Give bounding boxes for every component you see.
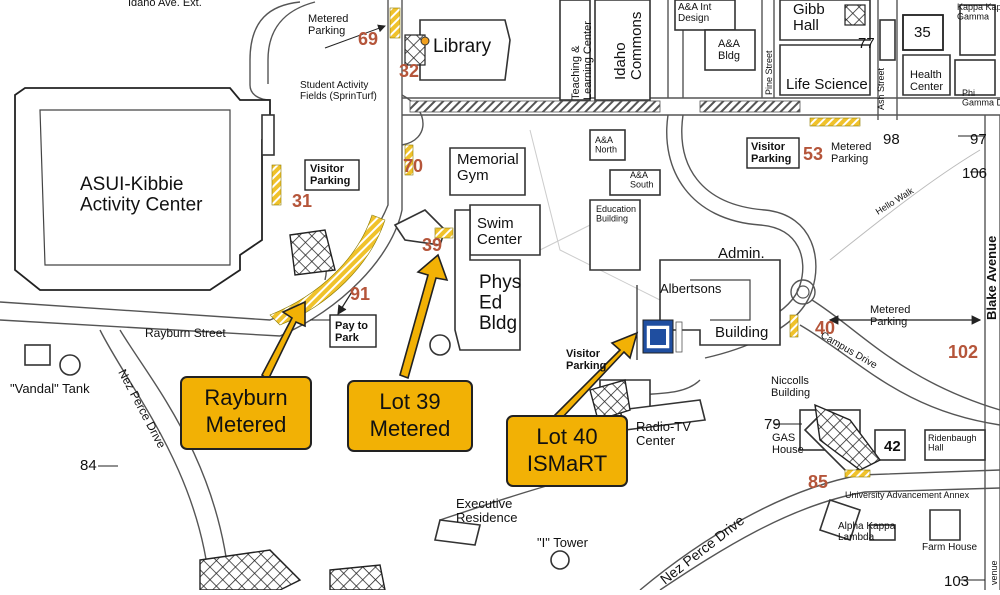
map-arrows xyxy=(98,24,985,581)
label-idaho-ave-ext: Idaho Ave. Ext. xyxy=(128,0,202,9)
label-blake-avenue: Blake Avenue xyxy=(984,236,999,320)
label-nez-perce-drive-east: Nez Perce Drive xyxy=(657,512,747,587)
crosshatched-areas xyxy=(199,229,882,591)
label-lot-32: 32 xyxy=(399,61,419,81)
library-building xyxy=(419,19,511,81)
label-lot-69: 69 xyxy=(358,29,378,49)
label-rayburn-street: Rayburn Street xyxy=(145,326,226,340)
buildings xyxy=(14,0,996,570)
label-admin-top: Admin. xyxy=(718,245,765,262)
label-lot-31: 31 xyxy=(292,191,312,211)
parking-sign-icon xyxy=(642,319,683,354)
kibbie-dome-building xyxy=(14,87,271,291)
label-97: 97 xyxy=(970,131,987,148)
callout-arrows xyxy=(260,253,639,422)
label-university-advancement-annex: University Advancement Annex xyxy=(845,490,970,500)
callout-lot40-ismart: Lot 40 ISMaRT xyxy=(506,415,628,487)
label-lot-53: 53 xyxy=(803,144,823,164)
lot40-arrow xyxy=(553,331,639,422)
label-lot-102: 102 xyxy=(948,342,978,362)
label-kappa-kappa-gamma: Kappa KappGamma xyxy=(957,2,1000,22)
callout-lot39-text: Lot 39 Metered xyxy=(369,389,451,441)
label-campus-drive: Campus Drive xyxy=(819,330,880,371)
callout-lot39-metered: Lot 39 Metered xyxy=(347,380,473,452)
label-103: 103 xyxy=(944,573,969,590)
label-admin-bottom: Building xyxy=(715,324,768,341)
rayburn-arrow xyxy=(260,300,306,382)
callout-rayburn-text: Rayburn Metered xyxy=(204,385,288,437)
label-lot-91: 91 xyxy=(350,284,370,304)
label-84: 84 xyxy=(80,457,97,474)
label-frames xyxy=(304,14,944,348)
label-nez-perce-drive-west: Nez Perce Drive xyxy=(115,367,169,451)
label-teaching-learning-center: Teaching &Learning Center xyxy=(570,21,594,100)
label-hello-walk: Hello Walk xyxy=(874,185,916,216)
label-98: 98 xyxy=(883,131,900,148)
label-idaho-commons: IdahoCommons xyxy=(612,12,645,80)
label-library: Library xyxy=(433,36,492,57)
label-i-tower: "I" Tower xyxy=(537,535,589,550)
label-77: 77 xyxy=(858,35,875,52)
label-life-science: Life Science xyxy=(786,76,868,93)
label-farm-house: Farm House xyxy=(922,542,977,553)
lot39-arrow xyxy=(399,253,449,380)
label-vandal-tank: "Vandal" Tank xyxy=(10,381,90,396)
label-79: 79 xyxy=(764,416,781,433)
callout-lot40-text: Lot 40 ISMaRT xyxy=(526,424,608,476)
label-lot-40: 40 xyxy=(815,318,835,338)
label-ash-street: Ash Street xyxy=(876,67,886,110)
label-lot-39: 39 xyxy=(422,235,442,255)
label-pine-street: Pine Street xyxy=(764,50,774,95)
label-106: 106 xyxy=(962,165,987,182)
label-lot-70: 70 xyxy=(403,156,423,176)
callout-rayburn-metered: Rayburn Metered xyxy=(180,376,312,450)
label-35: 35 xyxy=(914,24,931,41)
label-lot-85: 85 xyxy=(808,472,828,492)
label-albertsons: Albertsons xyxy=(660,281,722,296)
label-42: 42 xyxy=(884,438,901,455)
parking-areas xyxy=(269,7,871,478)
label-venue: venue xyxy=(989,560,999,585)
